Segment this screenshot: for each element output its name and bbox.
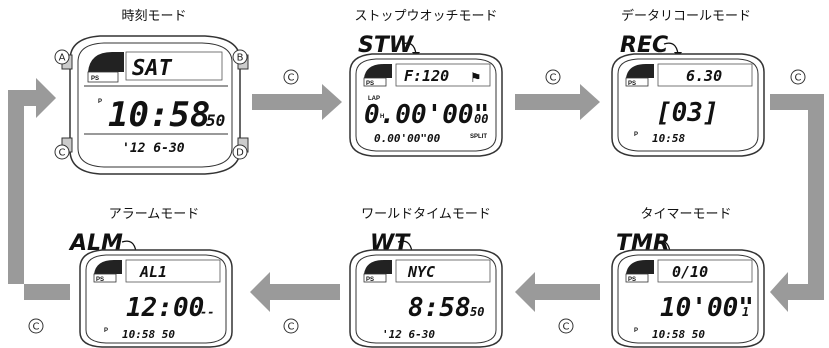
hundredths-display: 00	[474, 112, 488, 126]
date-display: 6.30	[686, 67, 722, 85]
elapsed-display: 0.00'00"	[364, 100, 489, 130]
time-display: 10:58	[108, 95, 210, 135]
lap-label: LAP	[368, 96, 380, 102]
ps-label: PS	[96, 277, 104, 283]
power-indicator	[88, 52, 124, 72]
timer-sub-display: 1	[742, 305, 749, 319]
arrow-right-2	[515, 84, 600, 120]
arrow-up-left	[8, 78, 70, 300]
c-label: C	[795, 73, 802, 84]
watch-alarm: アラームモード ALM PS AL1 12:00 -- P 10:58 50	[68, 207, 233, 348]
city-display: NYC	[407, 263, 435, 281]
button-c-labels: C C C C C C	[28, 69, 806, 334]
label-b: B	[237, 53, 244, 64]
record-number-display: [03]	[656, 98, 719, 128]
pm-indicator: P	[634, 132, 638, 138]
mode-title: タイマーモード	[640, 207, 731, 222]
watch-world-time: ワールドタイムモード WT PS NYC 8:58 50 '12 6-30	[349, 207, 503, 348]
seconds-display: 50	[470, 305, 484, 319]
alarm-number-display: AL1	[139, 263, 167, 281]
world-time-display: 8:58	[408, 293, 471, 323]
time-display: 10:58 50	[652, 328, 705, 341]
c-label: C	[288, 322, 295, 333]
ps-label: PS	[366, 277, 374, 283]
c-label: C	[288, 73, 295, 84]
watch-stopwatch: ストップウオッチモード STW PS F:120 ⚑ LAP H 0.00'00…	[349, 9, 503, 157]
flow-arrows	[8, 78, 824, 312]
label-d: D	[236, 148, 244, 159]
alarm-time-display: 12:00	[126, 293, 204, 323]
time-display: 10:58	[652, 132, 685, 145]
pm-indicator: P	[104, 328, 108, 334]
mode-title: ワールドタイムモード	[361, 207, 491, 222]
pm-indicator: P	[98, 99, 102, 105]
target-display: F:120	[404, 67, 449, 85]
arrow-right-1	[252, 84, 342, 120]
ps-label: PS	[91, 76, 99, 82]
timer-display: 10'00"	[660, 293, 754, 323]
c-label: C	[550, 73, 557, 84]
alarm-seconds-display: --	[200, 305, 214, 319]
mode-title: 時刻モード	[121, 9, 186, 24]
arrow-down-right	[770, 94, 824, 312]
c-label: C	[33, 322, 40, 333]
watch-timer: タイマーモード TMR PS 0/10 10'00" 1 P 10:58 50	[611, 207, 765, 348]
ps-label: PS	[366, 81, 374, 87]
split-time-display: 0.00'00"00	[374, 132, 441, 145]
svg-text:⚑: ⚑	[470, 71, 482, 86]
label-a: A	[59, 53, 66, 64]
split-label: SPLIT	[470, 134, 487, 140]
repeat-count-display: 0/10	[672, 263, 708, 281]
watch-data-recall: データリコールモード REC PS 6.30 [03] P 10:58	[611, 8, 765, 157]
time-display: 10:58 50	[122, 328, 175, 341]
watch-timekeeping: 時刻モード A B C D PS SAT P 10:58 50 '12 6-30	[54, 9, 249, 175]
label-c: C	[59, 148, 66, 159]
ps-label: PS	[628, 277, 636, 283]
c-label: C	[563, 322, 570, 333]
mode-title: アラームモード	[109, 207, 200, 222]
h-label: H	[380, 114, 384, 120]
date-display: '12 6-30	[382, 328, 435, 341]
seconds-display: 50	[206, 111, 225, 130]
date-display: '12 6-30	[122, 141, 185, 156]
arrow-left-2	[250, 272, 340, 312]
mode-title: データリコールモード	[621, 8, 751, 24]
arrow-left-1	[515, 272, 600, 312]
pm-indicator: P	[634, 328, 638, 334]
ps-label: PS	[628, 81, 636, 87]
day-display: SAT	[132, 56, 172, 81]
mode-title: ストップウオッチモード	[354, 9, 497, 24]
